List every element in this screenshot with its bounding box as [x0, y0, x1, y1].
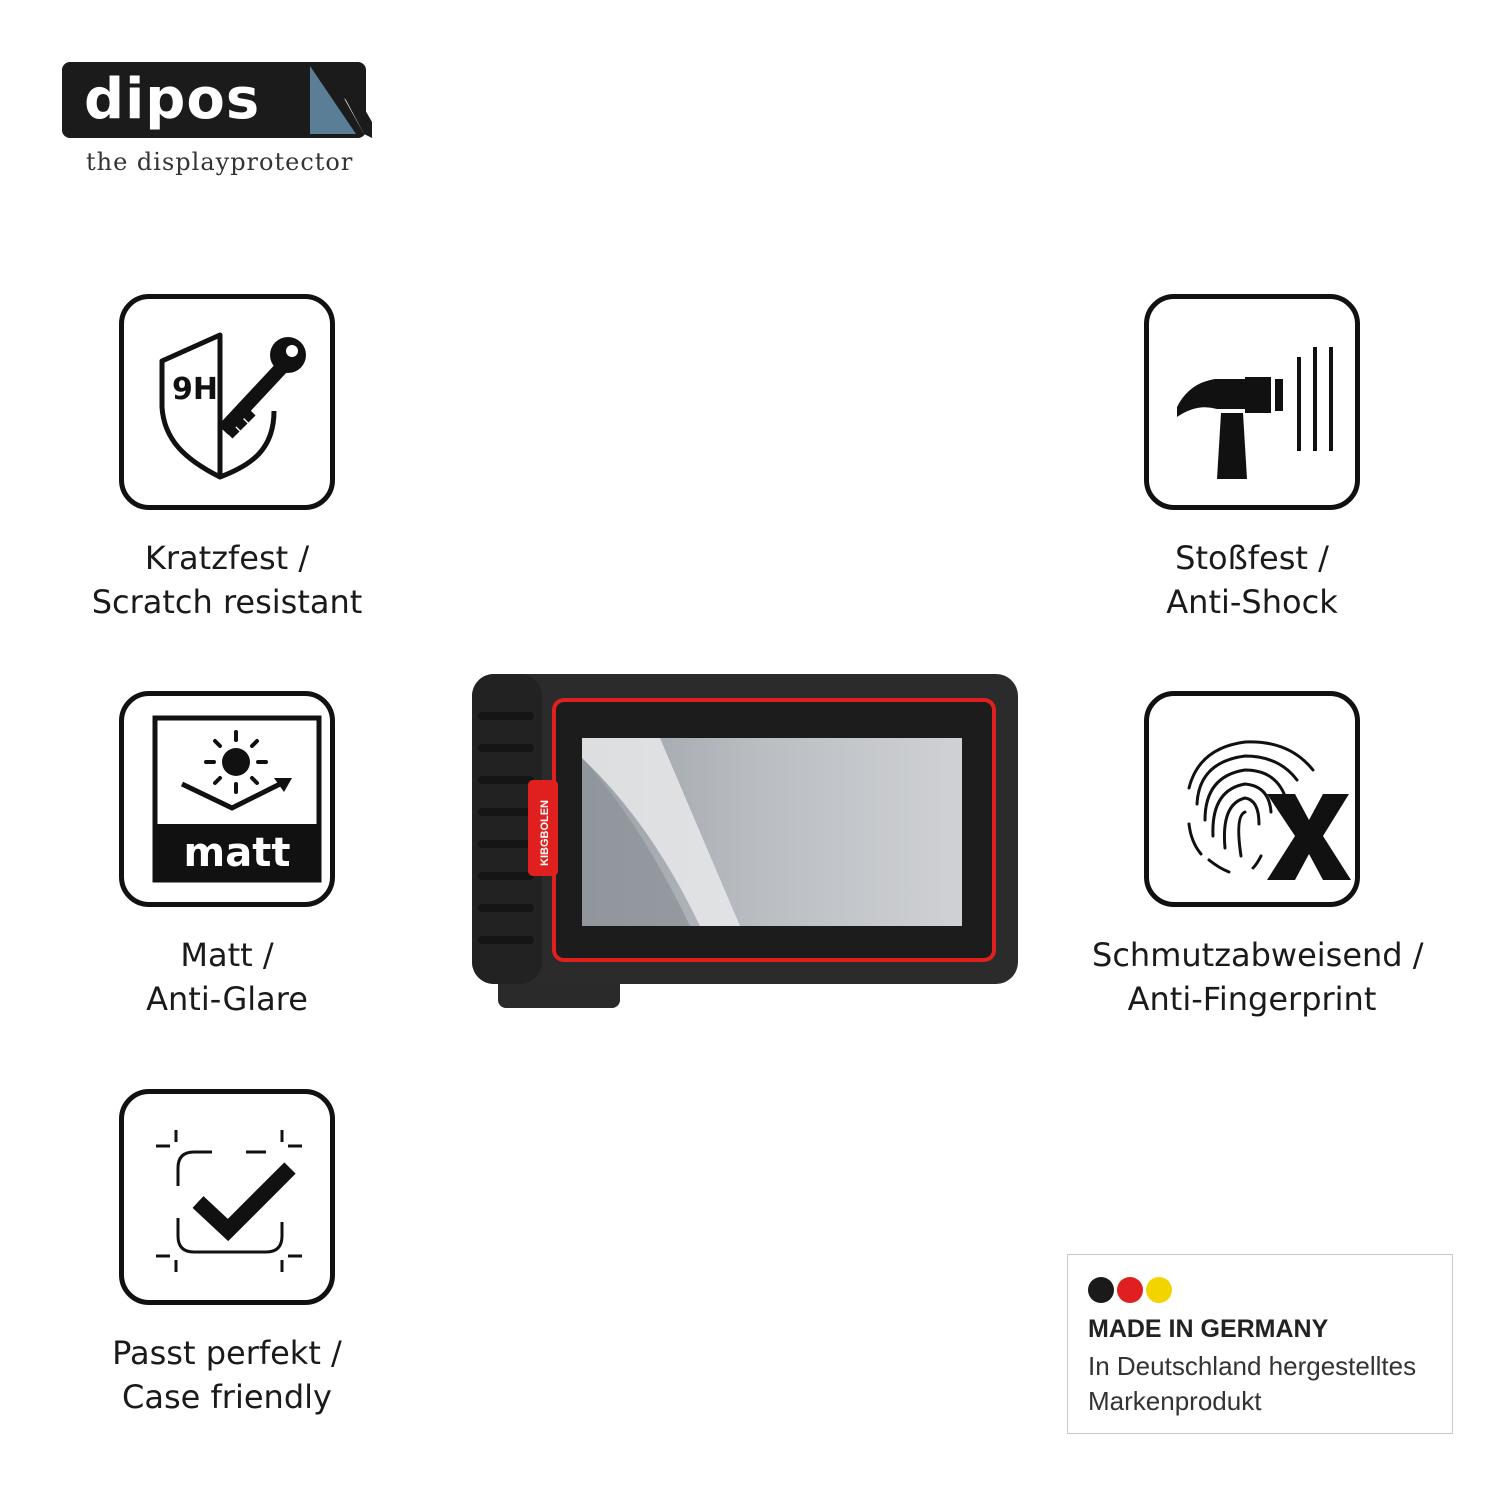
- logo-wordmark: dipos: [84, 67, 261, 132]
- flag-dot-red: [1117, 1277, 1143, 1303]
- logo-fold-icon: [310, 66, 372, 138]
- flag-dot-black: [1088, 1277, 1114, 1303]
- feature-caption: Kratzfest / Scratch resistant: [91, 539, 363, 621]
- device-brand-tag: [528, 780, 558, 876]
- made-in-germany-badge: MADE IN GERMANY In Deutschland hergestel…: [1067, 1254, 1453, 1434]
- feature-icon-box: matt: [119, 691, 335, 907]
- feature-anti-fingerprint: Schmutzabweisend / Anti-Fingerprint: [1092, 691, 1424, 1021]
- hammer-icon: [1177, 347, 1333, 479]
- feature-scratch-resistant: 9H Kratzfest / Scratch resistant: [67, 294, 387, 624]
- feature-caption: Passt perfekt / Case friendly: [112, 1334, 342, 1416]
- feature-caption: Schmutzabweisend / Anti-Fingerprint: [1092, 936, 1424, 1018]
- feature-icon-box: [119, 1089, 335, 1305]
- case-check-icon: [156, 1130, 302, 1272]
- badge-text: In Deutschland hergestelltes Markenprodu…: [1088, 1351, 1417, 1416]
- svg-text:9H: 9H: [172, 372, 218, 407]
- feature-caption: Matt / Anti-Glare: [146, 936, 308, 1018]
- fingerprint-x-icon: [1187, 740, 1351, 880]
- sun-matt-icon: matt: [152, 715, 322, 883]
- flag-dot-gold: [1146, 1277, 1172, 1303]
- feature-icon-box: 9H: [119, 294, 335, 510]
- feature-icon-box: [1144, 294, 1360, 510]
- device-illustration: KIBGBOLEN: [472, 674, 1018, 1008]
- feature-anti-glare: matt Matt / Anti-Glare: [67, 691, 387, 1021]
- device-brand-label: KIBGBOLEN: [539, 800, 551, 866]
- shield-key-icon: 9H: [159, 332, 306, 480]
- dipos-logo: dipos the displayprotector: [62, 62, 372, 182]
- flag-dots: [1088, 1277, 1175, 1307]
- badge-title: MADE IN GERMANY: [1088, 1315, 1329, 1343]
- feature-anti-shock: Stoßfest / Anti-Shock: [1092, 294, 1412, 624]
- feature-caption: Stoßfest / Anti-Shock: [1166, 539, 1338, 621]
- logo-tagline: the displayprotector: [86, 148, 354, 176]
- feature-case-friendly: Passt perfekt / Case friendly: [67, 1089, 387, 1419]
- svg-text:matt: matt: [184, 830, 291, 876]
- feature-icon-box: [1144, 691, 1360, 907]
